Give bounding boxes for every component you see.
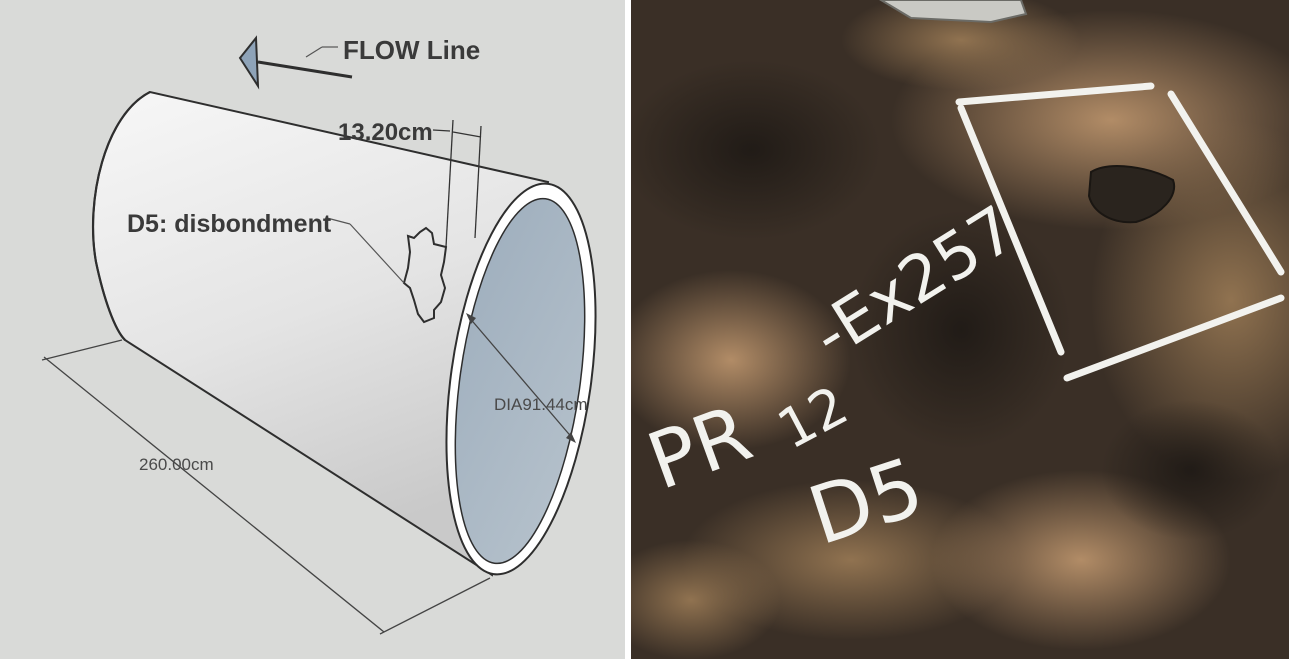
field-photo-panel: PR 12 -Ex257 D5 <box>631 0 1289 659</box>
defect-leader-line <box>326 217 351 225</box>
pipe-back-end <box>91 91 151 341</box>
diameter-dimension <box>466 313 576 443</box>
offset-dimension <box>432 119 482 248</box>
offset-label: 13.20cm <box>338 119 433 146</box>
pipe-diagram-panel: FLOW Line 13.20cm D5: disbondment DIA91.… <box>0 0 625 659</box>
defect-pit <box>1087 165 1176 224</box>
pipe-diagram: FLOW Line 13.20cm D5: disbondment DIA91.… <box>41 35 597 635</box>
pipe-bore <box>454 197 586 565</box>
diameter-label: DIA91.44cm <box>494 395 588 414</box>
flow-arrow-icon <box>238 35 353 90</box>
length-label: 260.00cm <box>139 455 214 474</box>
chalk-box <box>955 82 1285 382</box>
tool-edge <box>879 0 1028 24</box>
length-dimension <box>41 339 491 635</box>
flow-line-label: FLOW Line <box>343 35 480 65</box>
disbondment-outline <box>402 226 448 324</box>
disbondment-label: D5: disbondment <box>127 210 332 238</box>
defect-leader-line-2 <box>349 223 405 284</box>
coating-photo: PR 12 -Ex257 D5 <box>631 0 1289 659</box>
